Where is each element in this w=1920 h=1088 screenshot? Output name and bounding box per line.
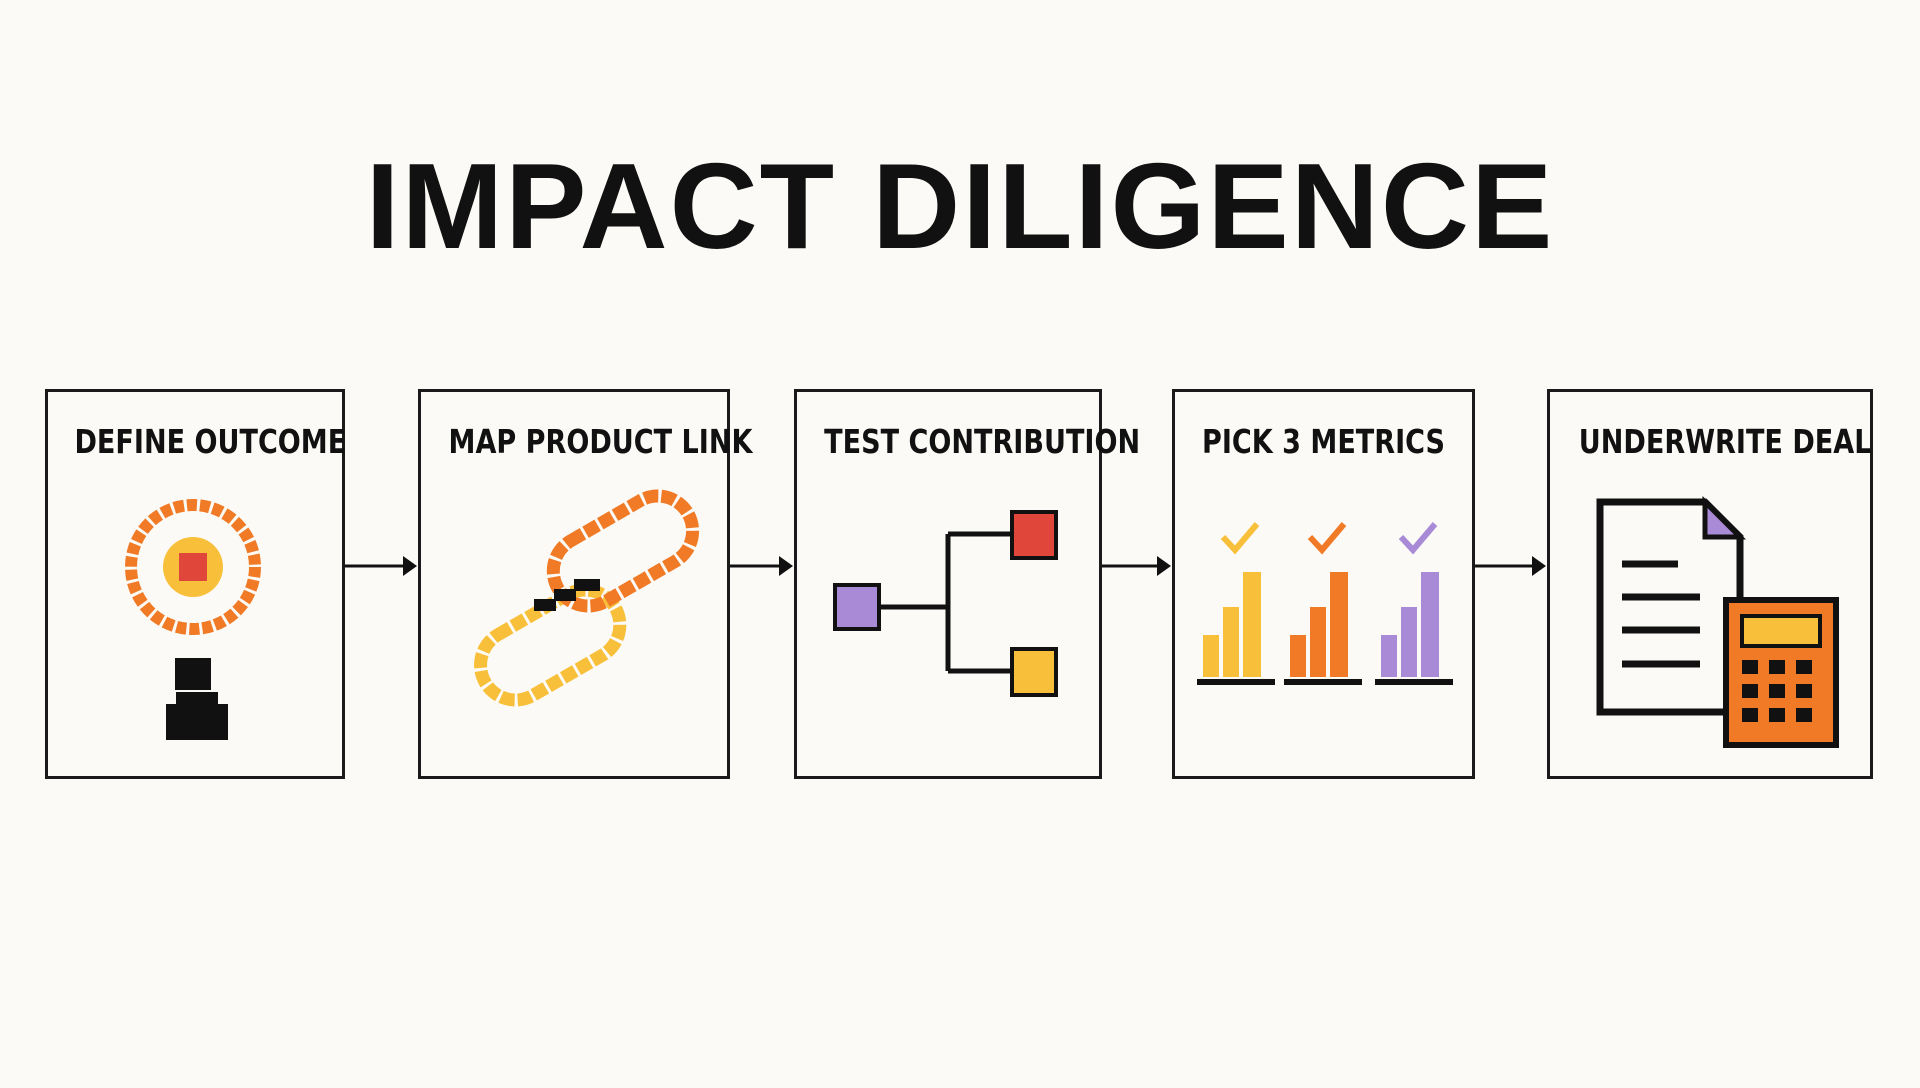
bar-charts-check-icon <box>1197 522 1453 685</box>
branch-diagram-icon <box>833 510 1058 697</box>
step-test-contribution: TEST CONTRIBUTION <box>794 389 1140 779</box>
arrow-2-icon <box>730 556 793 576</box>
chain-link-icon <box>474 489 700 707</box>
step-label: DEFINE OUTCOME <box>74 422 347 461</box>
step-label: UNDERWRITE DEAL <box>1578 422 1872 461</box>
step-map-product-link: MAP PRODUCT LINK <box>418 389 752 779</box>
step-pick-3-metrics: PICK 3 METRICS <box>1172 389 1475 779</box>
arrow-1-icon <box>345 556 417 576</box>
arrow-3-icon <box>1102 556 1171 576</box>
target-person-icon <box>125 499 261 740</box>
diagram-title: IMPACT DILIGENCE <box>365 138 1555 274</box>
step-label: PICK 3 METRICS <box>1201 422 1446 461</box>
step-underwrite-deal: UNDERWRITE DEAL <box>1547 389 1873 779</box>
step-define-outcome: DEFINE OUTCOME <box>45 389 347 779</box>
arrow-4-icon <box>1475 556 1546 576</box>
document-calculator-icon <box>1596 495 1839 748</box>
